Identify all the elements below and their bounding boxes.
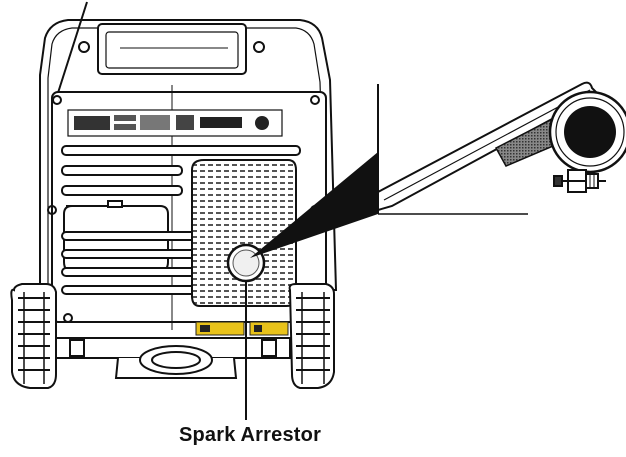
base-stand bbox=[55, 337, 291, 379]
detail-inset bbox=[377, 81, 626, 215]
warning-labels bbox=[195, 321, 289, 336]
mounting-clamp bbox=[553, 169, 606, 193]
spark-arrestor-label: Spark Arrestor bbox=[178, 424, 322, 446]
upper-vent-slats bbox=[61, 145, 301, 196]
spec-label-strip bbox=[67, 109, 283, 137]
zoom-wedge bbox=[250, 152, 378, 258]
left-wheel bbox=[10, 283, 57, 389]
right-wheel bbox=[288, 283, 335, 389]
top-leader-line bbox=[56, 1, 88, 97]
spark-arrestor-opening bbox=[226, 243, 266, 283]
